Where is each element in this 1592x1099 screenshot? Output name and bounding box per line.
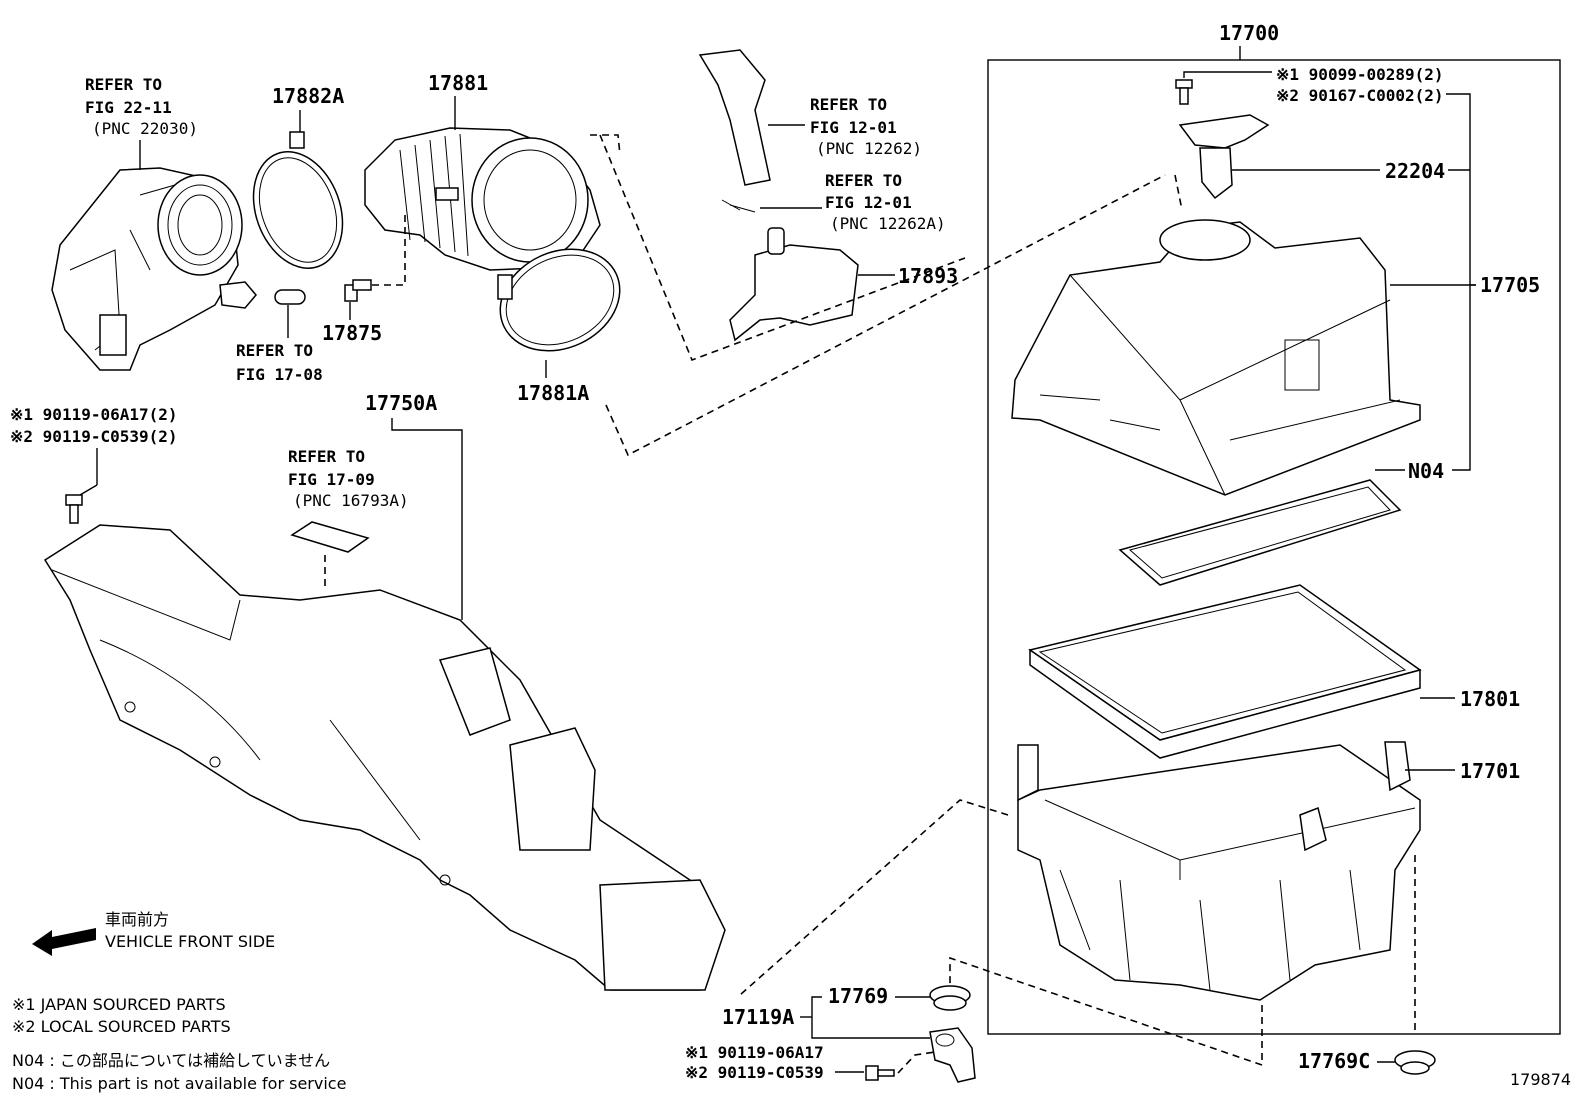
gasket-16793a-drawing — [290, 521, 370, 553]
ref-hose-a-line1: REFER TO — [810, 95, 887, 114]
ref-fig1708-line1: REFER TO — [236, 341, 313, 360]
intake-hose-17881-drawing — [364, 127, 601, 271]
note-n04-en: N04 : This part is not available for ser… — [12, 1074, 346, 1093]
ref-hose-b-line3: (PNC 12262A) — [830, 214, 946, 233]
part-label-17881: 17881 — [428, 71, 488, 95]
ref-fig1709-line1: REFER TO — [288, 447, 365, 466]
part-label-17769: 17769 — [828, 984, 888, 1008]
note-n04-jp: N04 : この部品については補給していません — [12, 1051, 330, 1070]
direction-en: VEHICLE FRONT SIDE — [105, 932, 275, 951]
bolt-top-2: ※2 90167-C0002(2) — [1276, 86, 1444, 105]
bolt-left-1: ※1 90119-06A17(2) — [10, 405, 178, 424]
bolt-bottom-drawing — [865, 1065, 895, 1081]
part-label-17769c: 17769C — [1298, 1049, 1370, 1073]
fitting-17875-drawing — [344, 279, 372, 302]
grommet-17769c-drawing — [1394, 1050, 1436, 1075]
part-label-17875: 17875 — [322, 321, 382, 345]
part-label-17750a: 17750A — [365, 391, 437, 415]
resonator-17893-drawing — [729, 227, 859, 342]
grommet-17769-drawing — [929, 985, 971, 1011]
throttle-body-drawing — [51, 167, 257, 371]
assembly-17700-frame — [987, 59, 1561, 1035]
hose-stub-drawing — [274, 289, 306, 305]
bolt-bottom-1: ※1 90119-06A17 — [685, 1043, 824, 1062]
ref-fig1708-line2: FIG 17-08 — [236, 365, 323, 384]
part-label-17881a: 17881A — [517, 381, 589, 405]
part-label-17119a: 17119A — [722, 1005, 794, 1029]
filter-element-17801-drawing — [1028, 584, 1422, 759]
air-cleaner-case-17701-drawing — [1017, 741, 1421, 1001]
part-label-17701: 17701 — [1460, 759, 1520, 783]
ref-hose-a-line2: FIG 12-01 — [810, 118, 897, 137]
part-label-17882a: 17882A — [272, 84, 344, 108]
air-cleaner-cap-17705-drawing — [1011, 219, 1421, 496]
note-japan-sourced: ※1 JAPAN SOURCED PARTS — [12, 995, 226, 1014]
label-n04: N04 — [1408, 459, 1444, 483]
clamp-17882a-drawing — [252, 131, 344, 269]
part-label-17801: 17801 — [1460, 687, 1520, 711]
breather-hose-drawing — [698, 49, 771, 213]
figure-number: 179874 — [1510, 1070, 1571, 1089]
ref-throttle-line3: (PNC 22030) — [92, 119, 198, 138]
ref-fig1709-line3: (PNC 16793A) — [293, 491, 409, 510]
direction-jp: 車両前方 — [105, 910, 169, 929]
note-local-sourced: ※2 LOCAL SOURCED PARTS — [12, 1017, 231, 1036]
part-label-17893: 17893 — [898, 264, 958, 288]
ref-hose-b-line1: REFER TO — [825, 171, 902, 190]
bolt-bottom-2: ※2 90119-C0539 — [685, 1063, 824, 1082]
bracket-17119a-drawing — [929, 1027, 976, 1083]
bolt-top-drawing — [1175, 79, 1193, 105]
ref-throttle-line2: FIG 22-11 — [85, 98, 172, 117]
part-label-17700: 17700 — [1219, 21, 1279, 45]
ref-hose-a-line3: (PNC 12262) — [816, 139, 922, 158]
arrow-left-icon — [32, 928, 96, 956]
air-duct-17750a-drawing — [43, 524, 726, 991]
mass-air-flow-sensor-22204-drawing — [1178, 114, 1270, 200]
ref-hose-b-line2: FIG 12-01 — [825, 193, 912, 212]
part-label-17705: 17705 — [1480, 273, 1540, 297]
ref-fig1709-line2: FIG 17-09 — [288, 470, 375, 489]
part-label-22204: 22204 — [1385, 159, 1445, 183]
bolt-left-2: ※2 90119-C0539(2) — [10, 427, 178, 446]
bolt-top-1: ※1 90099-00289(2) — [1276, 65, 1444, 84]
clamp-17881a-drawing — [497, 248, 621, 352]
ref-throttle-line1: REFER TO — [85, 75, 162, 94]
bolt-left-drawing — [65, 494, 83, 524]
gasket-n04-drawing — [1118, 479, 1402, 586]
